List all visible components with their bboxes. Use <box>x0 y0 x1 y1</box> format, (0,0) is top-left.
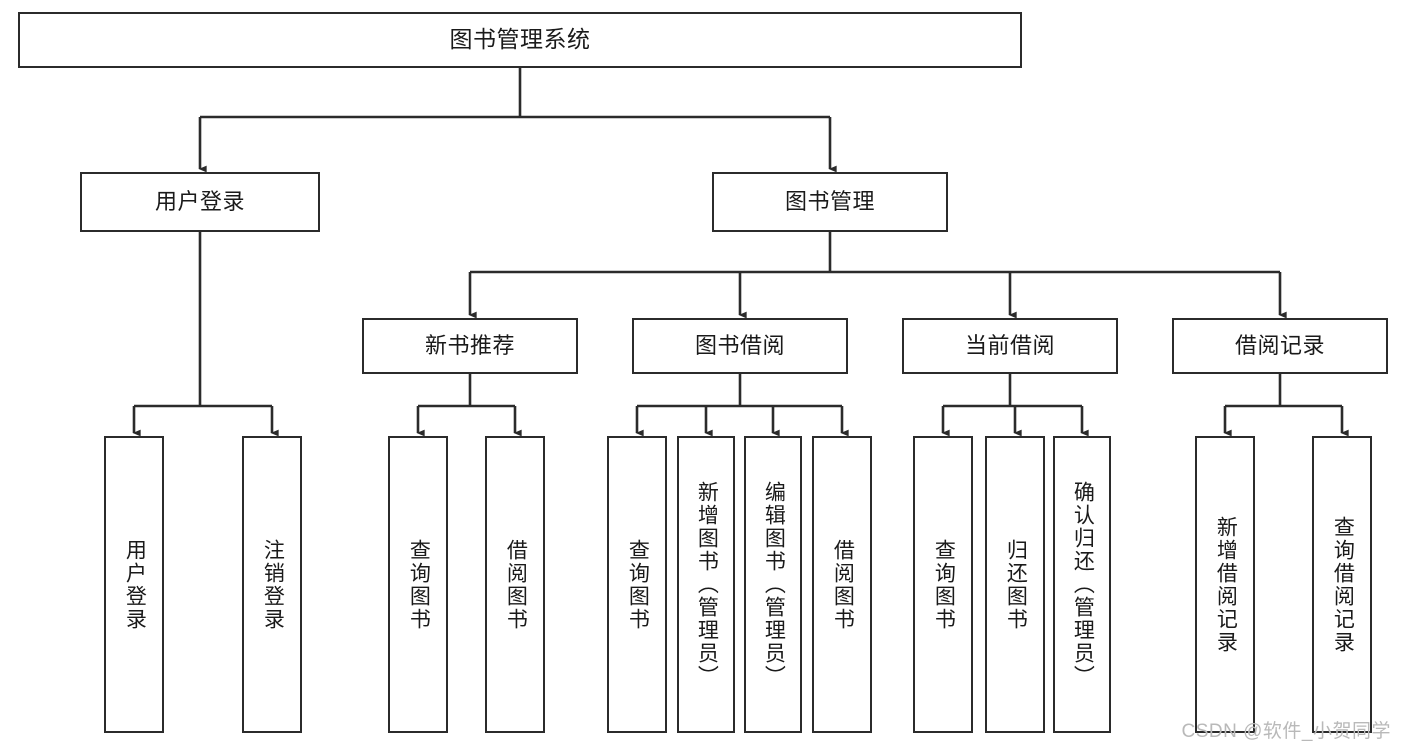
node-label: 借阅记录 <box>1234 332 1325 358</box>
node-label: 图书管理 <box>784 188 875 214</box>
node-label: 编辑图书（管理员） <box>762 481 786 688</box>
node-label: 查询图书 <box>407 538 431 631</box>
node-leaf-add-book[interactable]: 新增图书（管理员） <box>677 436 735 733</box>
node-new-book-rec[interactable]: 新书推荐 <box>362 318 578 374</box>
node-user-login[interactable]: 用户登录 <box>80 172 320 232</box>
node-label: 查询图书 <box>626 538 650 631</box>
node-leaf-edit-book[interactable]: 编辑图书（管理员） <box>744 436 802 733</box>
node-leaf-confirm-return[interactable]: 确认归还（管理员） <box>1053 436 1111 733</box>
node-label: 用户登录 <box>154 188 245 214</box>
node-leaf-borrow-book-1[interactable]: 借阅图书 <box>485 436 545 733</box>
node-label: 图书借阅 <box>694 332 785 358</box>
node-leaf-query-book-1[interactable]: 查询图书 <box>388 436 448 733</box>
node-label: 新书推荐 <box>424 332 515 358</box>
node-label: 新增借阅记录 <box>1214 515 1238 654</box>
node-label: 借阅图书 <box>504 538 528 631</box>
node-label: 确认归还（管理员） <box>1071 481 1095 688</box>
node-label: 用户登录 <box>123 538 147 631</box>
node-label: 图书管理系统 <box>449 26 591 53</box>
csdn-watermark: CSDN @软件_小贺同学 <box>1181 721 1391 742</box>
node-leaf-query-record[interactable]: 查询借阅记录 <box>1312 436 1372 733</box>
node-leaf-user-login[interactable]: 用户登录 <box>104 436 164 733</box>
node-label: 注销登录 <box>261 538 285 631</box>
node-leaf-query-book-3[interactable]: 查询图书 <box>913 436 973 733</box>
node-label: 当前借阅 <box>964 332 1055 358</box>
node-leaf-borrow-book-2[interactable]: 借阅图书 <box>812 436 872 733</box>
node-label: 归还图书 <box>1004 538 1028 631</box>
node-leaf-user-logout[interactable]: 注销登录 <box>242 436 302 733</box>
node-borrow-record[interactable]: 借阅记录 <box>1172 318 1388 374</box>
node-leaf-query-book-2[interactable]: 查询图书 <box>607 436 667 733</box>
node-leaf-add-record[interactable]: 新增借阅记录 <box>1195 436 1255 733</box>
node-label: 新增图书（管理员） <box>695 481 719 688</box>
node-label: 借阅图书 <box>831 538 855 631</box>
node-label: 查询图书 <box>932 538 956 631</box>
node-current-borrow[interactable]: 当前借阅 <box>902 318 1118 374</box>
node-book-borrow[interactable]: 图书借阅 <box>632 318 848 374</box>
node-root[interactable]: 图书管理系统 <box>18 12 1022 68</box>
node-leaf-return-book[interactable]: 归还图书 <box>985 436 1045 733</box>
node-label: 查询借阅记录 <box>1331 515 1355 654</box>
node-book-manage[interactable]: 图书管理 <box>712 172 948 232</box>
